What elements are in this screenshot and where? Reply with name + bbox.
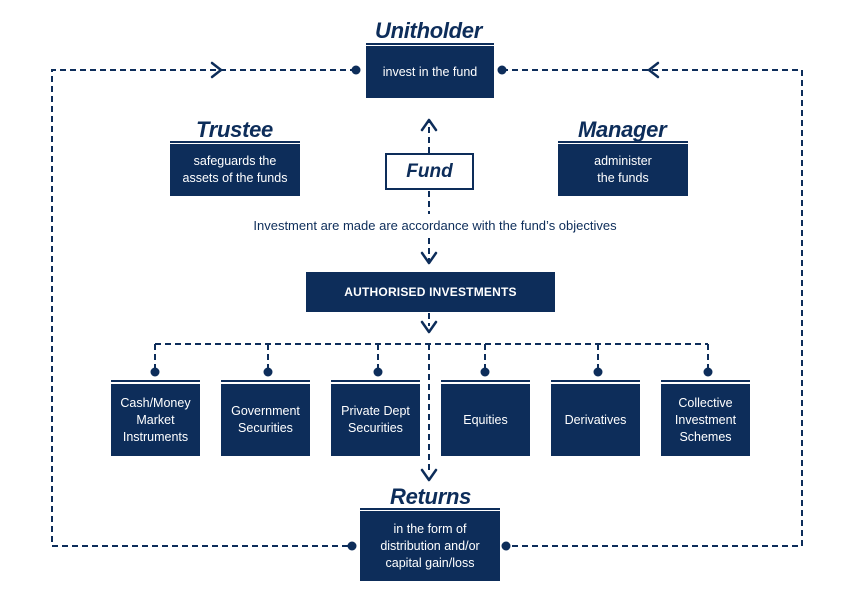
trustee-title: Trustee xyxy=(196,117,273,142)
investment-box-equities: Equities xyxy=(441,384,530,456)
right-loop-arrow xyxy=(647,61,660,79)
manager-title-underline xyxy=(558,141,688,143)
manager-box: administer the funds xyxy=(558,144,688,196)
investment-box-government: Government Securities xyxy=(221,384,310,456)
manager-title: Manager xyxy=(578,117,667,142)
objectives-caption: Investment are made are accordance with … xyxy=(200,218,670,233)
left-loop-arrow xyxy=(210,61,223,79)
returns-box: in the form of distribution and/or capit… xyxy=(360,511,500,581)
right-loop-line xyxy=(502,69,803,547)
up-arrow xyxy=(420,118,438,132)
trustee-title-underline xyxy=(170,141,300,143)
investment-underline xyxy=(441,380,530,382)
returns-arrow xyxy=(420,468,438,482)
unitholder-title: Unitholder xyxy=(375,18,482,43)
investment-box-cash: Cash/Money Market Instruments xyxy=(111,384,200,456)
investment-underline xyxy=(551,380,640,382)
trustee-box: safeguards the assets of the funds xyxy=(170,144,300,196)
investment-underline xyxy=(221,380,310,382)
investment-underline xyxy=(111,380,200,382)
fund-box: Fund xyxy=(385,153,474,190)
returns-title-underline xyxy=(360,508,500,510)
investment-underline xyxy=(331,380,420,382)
investment-box-derivatives: Derivatives xyxy=(551,384,640,456)
left-loop-line xyxy=(51,69,356,547)
authorised-investments-box: AUTHORISED INVESTMENTS xyxy=(306,272,555,312)
returns-title: Returns xyxy=(390,484,472,509)
unitholder-box: invest in the fund xyxy=(366,46,494,98)
investment-box-collective: Collective Investment Schemes xyxy=(661,384,750,456)
authorised-arrow xyxy=(420,251,438,265)
branch-arrow xyxy=(420,320,438,334)
investment-underline xyxy=(661,380,750,382)
investment-box-private: Private Dept Securities xyxy=(331,384,420,456)
unitholder-title-underline xyxy=(366,43,494,45)
